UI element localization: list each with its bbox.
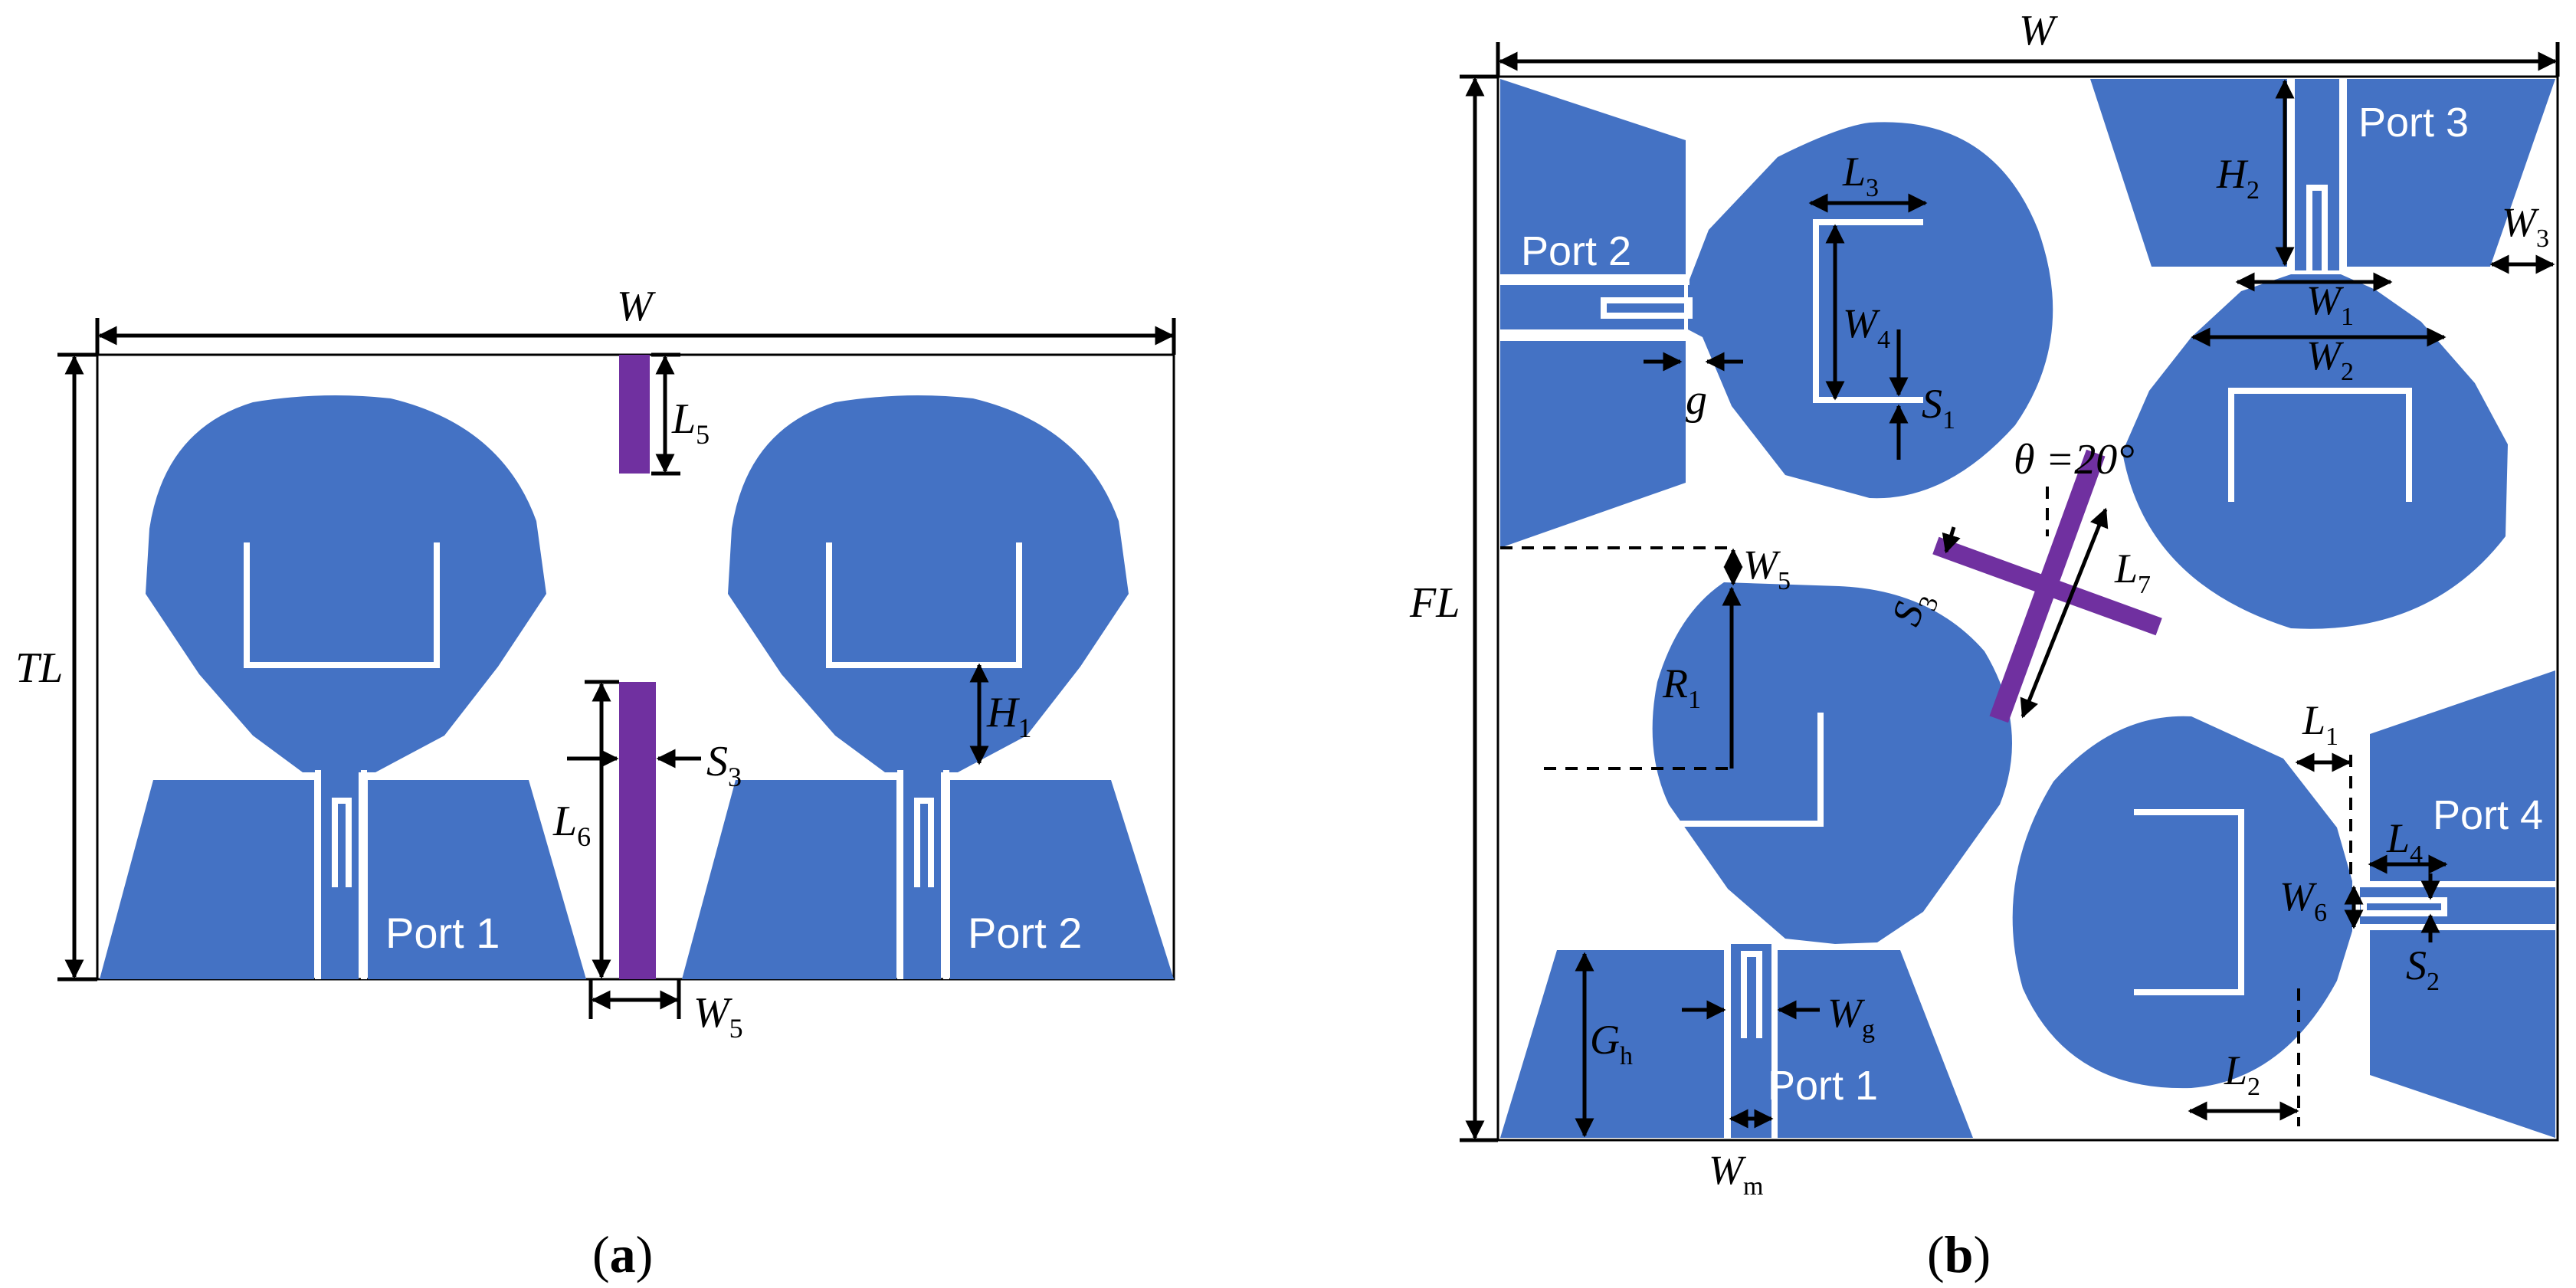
label-W-b: W — [2019, 7, 2058, 54]
label-FL: FL — [1409, 579, 1460, 627]
u-slot — [244, 542, 440, 668]
label-S3-a: S3 — [706, 738, 742, 792]
label-W4: W4 — [1843, 300, 1890, 354]
feed-line — [2360, 887, 2555, 926]
parasitic-strip-bottom — [619, 682, 656, 979]
ground-plane-right — [2347, 79, 2555, 267]
parasitic-strip-top — [619, 355, 650, 474]
label-Wm: Wm — [1709, 1147, 1763, 1201]
radiating-patch — [146, 395, 546, 774]
caption-b: (b) — [1927, 1225, 1991, 1283]
label-L1: L1 — [2302, 697, 2338, 751]
feed-slot — [1601, 297, 1693, 319]
label-W-a: W — [617, 283, 656, 330]
label-H2: H2 — [2216, 151, 2260, 205]
ground-plane-left — [100, 780, 314, 979]
ground-plane-right — [1778, 950, 1973, 1138]
feed-slot — [2361, 897, 2447, 916]
port2-label-b: Port 2 — [1521, 228, 1631, 274]
label-L3: L3 — [1842, 149, 1879, 202]
antenna-element-port4-b: Port 4 — [2012, 670, 2555, 1138]
label-W1: W1 — [2306, 277, 2354, 331]
label-W5-b: W5 — [1743, 542, 1791, 595]
label-L2: L2 — [2224, 1047, 2260, 1101]
label-H1: H1 — [986, 689, 1031, 743]
port1-label-b: Port 1 — [1768, 1063, 1878, 1109]
feed-line — [1730, 944, 1772, 1138]
label-theta: θ =20° — [2014, 436, 2135, 483]
u-slot — [1813, 219, 1923, 403]
dim-S3-b — [1942, 526, 1961, 554]
ground-plane-left — [2090, 79, 2287, 267]
port1-label: Port 1 — [385, 909, 500, 957]
caption-a: (a) — [592, 1225, 653, 1283]
ground-plane-top — [2370, 670, 2555, 881]
radiating-patch — [1688, 122, 2053, 499]
label-R1: R1 — [1662, 660, 1701, 714]
label-L5: L5 — [671, 395, 710, 450]
radiating-patch — [728, 395, 1129, 774]
antenna-element-port1-b: Port 1 — [1500, 582, 2012, 1138]
radiating-patch — [2012, 716, 2352, 1089]
ground-plane-right — [368, 780, 586, 979]
label-W6: W6 — [2279, 873, 2327, 927]
antenna-element-port3-b: Port 3 — [2090, 79, 2555, 629]
label-S1: S1 — [1922, 381, 1955, 434]
feed-slot — [914, 798, 934, 887]
port2-label: Port 2 — [968, 909, 1082, 957]
label-W2: W2 — [2306, 333, 2354, 386]
label-S2: S2 — [2406, 942, 2440, 996]
label-W5-a: W5 — [693, 989, 743, 1044]
antenna-element-port1-a: Port 1 — [100, 395, 586, 979]
ground-plane-top — [1500, 79, 1686, 274]
label-Wg: Wg — [1827, 990, 1875, 1044]
panel-b: Port 2 Port 3 Port 1 — [1409, 7, 2560, 1283]
port3-label-b: Port 3 — [2358, 100, 2469, 146]
feed-slot — [332, 798, 352, 887]
u-slot — [2228, 388, 2412, 502]
ground-plane-right — [950, 780, 1174, 979]
dim-L7 — [2020, 507, 2109, 719]
antenna-element-port2-b: Port 2 — [1500, 79, 2053, 548]
label-g: g — [1686, 376, 1707, 424]
feed-slot — [2306, 185, 2328, 272]
port4-label-b: Port 4 — [2433, 792, 2543, 838]
label-Gh: Gh — [1590, 1017, 1633, 1070]
label-L6: L6 — [552, 798, 591, 852]
radiating-patch — [1652, 582, 2012, 944]
feed-slot — [1741, 951, 1762, 1038]
radiating-patch — [2122, 274, 2508, 629]
label-TL: TL — [15, 644, 63, 692]
label-W3: W3 — [2502, 199, 2549, 253]
antenna-element-port2-a: Port 2 — [682, 395, 1174, 979]
substrate-outline-b — [1496, 75, 2559, 1142]
ground-plane-left — [1500, 950, 1724, 1138]
feed-line — [2295, 79, 2339, 270]
label-L7: L7 — [2114, 546, 2151, 599]
feed-line — [320, 770, 359, 979]
panel-a: Port 1 Port 2 W TL L5 — [15, 283, 1176, 1283]
ground-plane-left — [682, 780, 896, 979]
ground-plane-bottom — [1500, 341, 1686, 548]
ground-plane-bottom — [2370, 929, 2555, 1138]
label-L4: L4 — [2386, 815, 2423, 869]
u-slot — [2134, 809, 2244, 995]
feed-line — [903, 770, 941, 979]
feed-line — [1500, 285, 1684, 329]
u-slot — [826, 542, 1022, 668]
